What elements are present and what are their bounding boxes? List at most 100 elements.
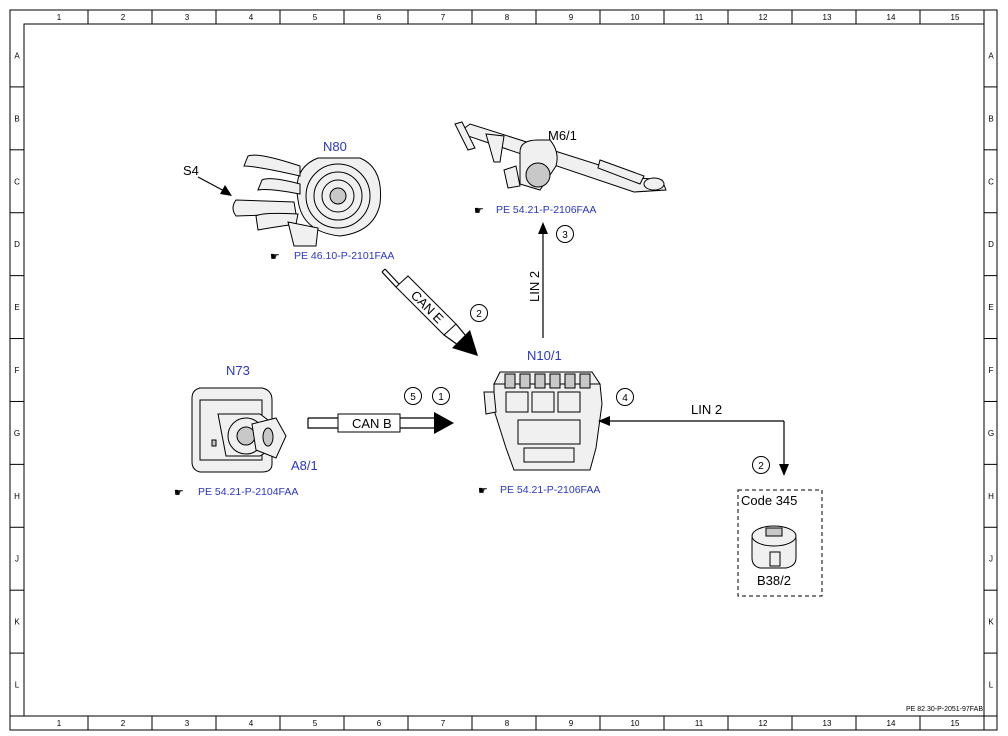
n73-ref[interactable]: PE 54.21-P-2104FAA [198,486,298,498]
column-label: 8 [505,719,510,728]
b38-sensor-art [751,525,797,569]
n10-ref-icon: ☛ [478,484,488,497]
column-label: 14 [887,13,896,22]
svg-text:3: 3 [562,230,568,241]
row-label: E [988,303,993,312]
row-label: D [988,240,994,249]
svg-text:2: 2 [476,309,482,320]
row-label: H [14,492,20,501]
marker-1: 1 [432,387,450,405]
n10-ref[interactable]: PE 54.21-P-2106FAA [500,484,600,496]
row-label: B [988,114,993,123]
column-label: 15 [951,13,960,22]
column-label: 5 [313,13,318,22]
row-label: D [14,240,20,249]
can-b-bus [307,412,454,434]
column-label: 10 [631,719,640,728]
s4-label: S4 [183,163,199,178]
m6-label: M6/1 [548,128,577,143]
column-label: 13 [823,13,832,22]
row-label: A [988,51,994,60]
marker-2-can-e: 2 [470,304,488,322]
column-label: 4 [249,13,254,22]
column-label: 3 [185,13,190,22]
row-label: J [15,555,19,564]
row-label: C [988,177,994,186]
marker-5: 5 [404,387,422,405]
n73-ignition-switch-art [191,387,287,473]
marker-2-lin: 2 [752,456,770,474]
outer-frame [9,9,998,731]
m6-wiper-linkage-art [454,121,667,193]
can-b-label: CAN B [352,416,392,431]
svg-text:5: 5 [410,392,416,403]
row-label: F [15,366,20,375]
row-label: L [15,681,20,690]
b38-code-label: Code 345 [741,493,797,508]
b38-code-box [737,489,823,597]
n80-steering-switch-art [232,154,382,247]
row-label: K [14,618,20,627]
can-e-arrowhead [452,330,478,356]
row-label: J [989,555,993,564]
column-label: 9 [569,719,574,728]
row-label: H [988,492,994,501]
m6-ref-icon: ☛ [474,204,484,217]
row-label: E [14,303,19,312]
lin2-up-label: LIN 2 [527,271,542,302]
column-label: 8 [505,13,510,22]
column-label: 5 [313,719,318,728]
column-label: 12 [759,13,768,22]
column-label: 6 [377,719,382,728]
row-label: L [989,681,994,690]
column-label: 1 [57,719,62,728]
svg-text:4: 4 [622,393,628,404]
column-label: 13 [823,719,832,728]
n73-label: N73 [226,363,250,378]
lin2-right-line [598,416,789,476]
lin2-right-label: LIN 2 [691,402,722,417]
marker-3: 3 [556,225,574,243]
column-label: 7 [441,13,446,22]
row-label: B [14,114,19,123]
n80-ref-icon: ☛ [270,250,280,263]
column-label: 11 [695,13,704,22]
column-label: 6 [377,13,382,22]
column-label: 9 [569,13,574,22]
m6-ref[interactable]: PE 54.21-P-2106FAA [496,204,596,216]
b38-label: B38/2 [757,573,791,588]
column-label: 15 [951,719,960,728]
marker-4: 4 [616,388,634,406]
column-label: 4 [249,719,254,728]
n80-label: N80 [323,139,347,154]
row-label: F [989,366,994,375]
row-label: K [988,618,994,627]
column-grid: 1122334455667788991010111112121313141415… [57,10,985,730]
row-label: G [988,429,994,438]
can-e-label: CAN E [408,288,447,327]
s4-pointer-arrowhead [220,185,232,196]
column-label: 7 [441,719,446,728]
row-label: C [14,177,20,186]
column-label: 1 [57,13,62,22]
row-label: A [14,51,20,60]
column-label: 12 [759,719,768,728]
column-label: 2 [121,719,126,728]
can-b-arrowhead [434,412,454,434]
n80-ref[interactable]: PE 46.10-P-2101FAA [294,250,394,262]
a8-label: A8/1 [291,458,318,473]
column-label: 11 [695,719,704,728]
n10-sam-module-art [483,371,603,471]
column-label: 14 [887,719,896,728]
lin2-up-line [538,222,548,338]
inner-frame [23,23,985,717]
column-label: 10 [631,13,640,22]
document-id: PE 82.30-P-2051-97FAB [906,706,983,713]
can-e-bus [381,268,478,356]
n10-label: N10/1 [527,348,562,363]
svg-text:2: 2 [758,461,764,472]
column-label: 3 [185,719,190,728]
svg-text:1: 1 [438,392,444,403]
